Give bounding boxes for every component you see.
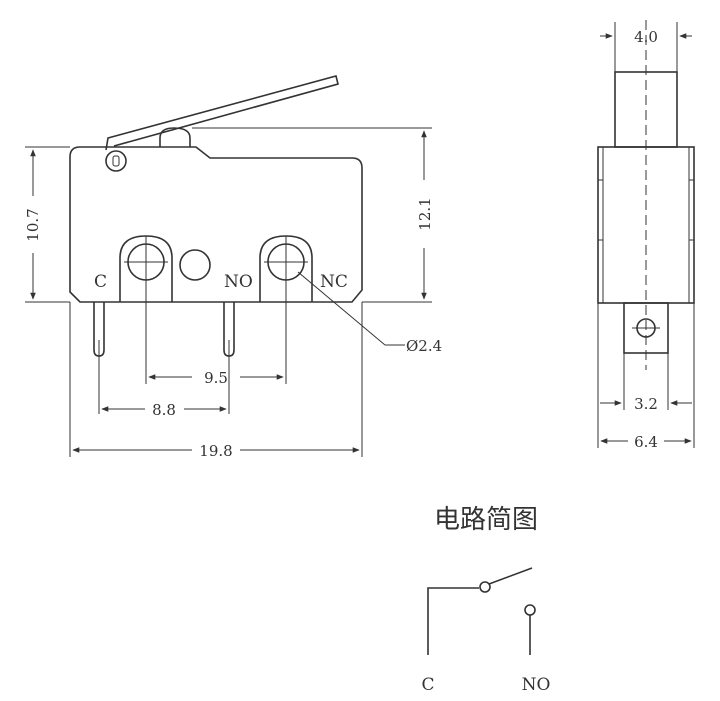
label-terminal-c: C — [94, 272, 107, 292]
front-view: C NO NC 10.7 12.1 9.5 8.8 19.8 — [24, 75, 442, 460]
label-terminal-nc: NC — [320, 272, 348, 292]
dim-height-total: 12.1 — [416, 197, 434, 230]
circuit-node-c — [479, 581, 491, 593]
circuit-label-c: C — [421, 675, 434, 695]
dim-height-body: 10.7 — [24, 208, 42, 241]
dim-hole-pitch: 9.5 — [204, 369, 228, 387]
indicator-hole — [179, 249, 211, 281]
dim-terminal-width: 3.2 — [634, 395, 658, 413]
label-terminal-no: NO — [224, 272, 253, 292]
dim-actuator-width: 4.0 — [634, 28, 658, 46]
circuit-title: 电路简图 — [434, 505, 538, 535]
circuit-switch-blade — [488, 567, 533, 585]
lever-arm — [105, 75, 339, 151]
circuit-diagram: 电路简图 C NO — [421, 505, 550, 695]
dim-body-width: 6.4 — [634, 433, 658, 451]
circuit-label-no: NO — [522, 675, 551, 695]
switch-body-outline — [69, 146, 363, 303]
side-view: 4.0 3.2 6.4 — [597, 20, 695, 451]
lever-pivot-slot — [112, 155, 120, 167]
circuit-wire-c — [427, 587, 479, 655]
circuit-node-no — [524, 604, 536, 616]
lever-pivot — [105, 150, 127, 172]
dim-hole-diameter: Ø2.4 — [406, 337, 442, 355]
dim-terminal-pitch: 8.8 — [152, 401, 176, 419]
dim-length: 19.8 — [199, 442, 232, 460]
plunger — [159, 127, 191, 147]
